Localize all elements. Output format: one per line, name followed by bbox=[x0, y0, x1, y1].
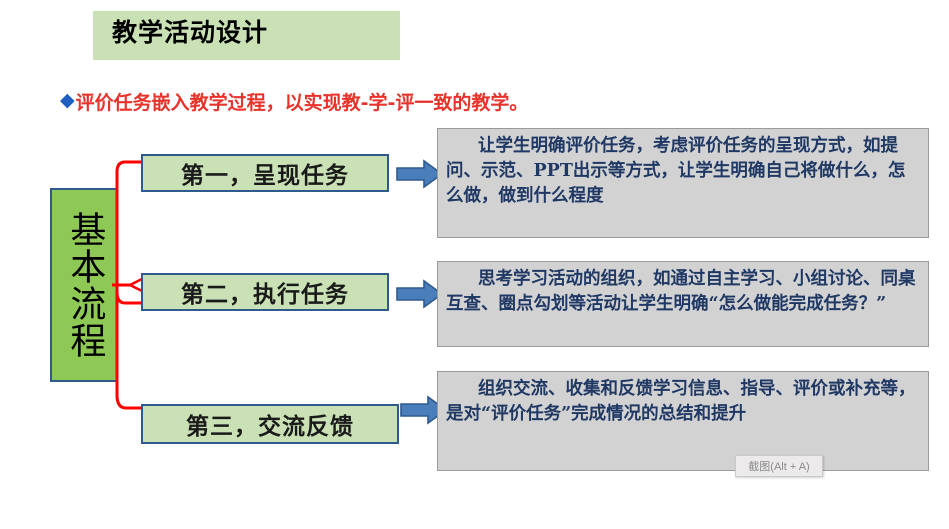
right-arrow-icon bbox=[396, 159, 444, 189]
diamond-bullet-icon: ◆ bbox=[60, 90, 75, 111]
screenshot-tooltip-label: 截图(Alt + A) bbox=[748, 461, 810, 473]
detail-panel-3: 组织交流、收集和反馈学习信息、指导、评价或补充等，是对“评价任务”完成情况的总结… bbox=[437, 371, 929, 471]
detail-panel-2: 思考学习活动的组织，如通过自主学习、小组讨论、同桌互查、圈点勾划等活动让学生明确… bbox=[437, 261, 929, 347]
title-banner bbox=[93, 11, 400, 60]
step-box-3[interactable]: 第三，交流反馈 bbox=[141, 404, 399, 444]
screenshot-tooltip[interactable]: 截图(Alt + A) bbox=[735, 455, 823, 477]
subtitle-row: ◆ 评价任务嵌入教学过程，以实现教-学-评一致的教学。 bbox=[60, 88, 528, 115]
flow-box-label: 基本流程 bbox=[64, 211, 106, 359]
step-box-2-label: 第二，执行任务 bbox=[181, 281, 349, 308]
step-box-3-label: 第三，交流反馈 bbox=[186, 413, 354, 440]
subtitle-text: 评价任务嵌入教学过程，以实现教-学-评一致的教学。 bbox=[75, 92, 529, 114]
detail-panel-1-text: 让学生明确评价任务，考虑评价任务的呈现方式，如提问、示范、PPT出示等方式，让学… bbox=[446, 136, 906, 206]
detail-panel-1: 让学生明确评价任务，考虑评价任务的呈现方式，如提问、示范、PPT出示等方式，让学… bbox=[437, 128, 929, 238]
step-box-1[interactable]: 第一，呈现任务 bbox=[141, 154, 389, 192]
step-box-2[interactable]: 第二，执行任务 bbox=[141, 273, 389, 311]
page-title: 教学活动设计 bbox=[112, 18, 269, 47]
right-arrow-icon bbox=[396, 279, 444, 309]
flow-box: 基本流程 bbox=[50, 188, 118, 382]
detail-panel-3-text: 组织交流、收集和反馈学习信息、指导、评价或补充等，是对“评价任务”完成情况的总结… bbox=[446, 379, 916, 424]
step-box-1-label: 第一，呈现任务 bbox=[181, 162, 349, 189]
detail-panel-2-text: 思考学习活动的组织，如通过自主学习、小组讨论、同桌互查、圈点勾划等活动让学生明确… bbox=[446, 269, 916, 314]
